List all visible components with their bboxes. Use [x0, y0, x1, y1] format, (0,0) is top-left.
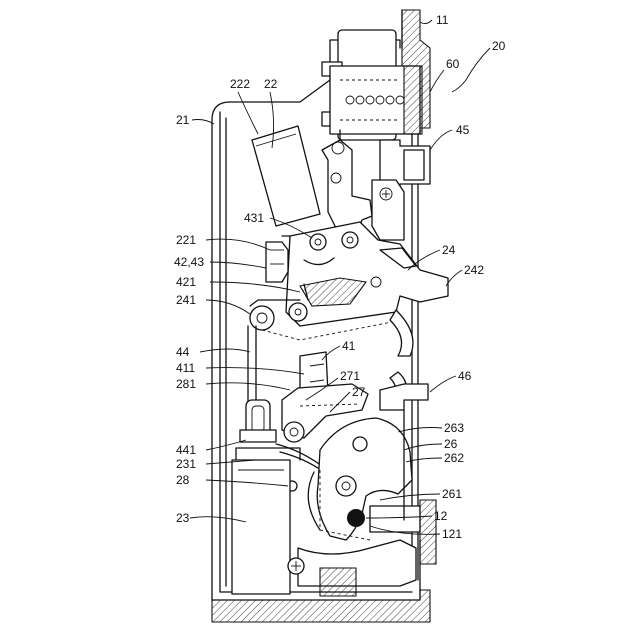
label-241: 241	[176, 293, 196, 307]
label-261: 261	[442, 487, 462, 501]
label-21: 21	[176, 113, 190, 127]
hook-arm	[322, 140, 372, 236]
label-20: 20	[492, 39, 506, 53]
bottom-bracket	[288, 540, 416, 596]
bracket-42-43	[266, 236, 290, 290]
label-46: 46	[458, 369, 472, 383]
label-45: 45	[456, 123, 470, 137]
label-431: 431	[244, 211, 264, 225]
label-231: 231	[176, 457, 196, 471]
label-26: 26	[444, 437, 458, 451]
label-42-43: 42,43	[174, 255, 204, 269]
label-441: 441	[176, 443, 196, 457]
guide-plate	[372, 180, 404, 240]
label-11: 11	[436, 13, 449, 27]
label-60: 60	[446, 57, 460, 71]
label-41: 41	[342, 339, 356, 353]
label-22: 22	[264, 77, 278, 91]
label-23: 23	[176, 511, 190, 525]
label-421: 421	[176, 275, 196, 289]
label-27: 27	[352, 385, 366, 399]
label-281: 281	[176, 377, 196, 391]
label-28: 28	[176, 473, 190, 487]
label-271: 271	[340, 369, 360, 383]
label-44: 44	[176, 345, 190, 359]
label-121: 121	[442, 527, 462, 541]
label-263: 263	[444, 421, 464, 435]
label-221: 221	[176, 233, 196, 247]
lever-24	[286, 222, 448, 326]
label-262: 262	[444, 451, 464, 465]
label-12: 12	[434, 509, 448, 523]
label-24: 24	[442, 243, 456, 257]
label-411: 411	[176, 361, 195, 375]
label-222: 222	[230, 77, 250, 91]
label-242: 242	[464, 263, 484, 277]
